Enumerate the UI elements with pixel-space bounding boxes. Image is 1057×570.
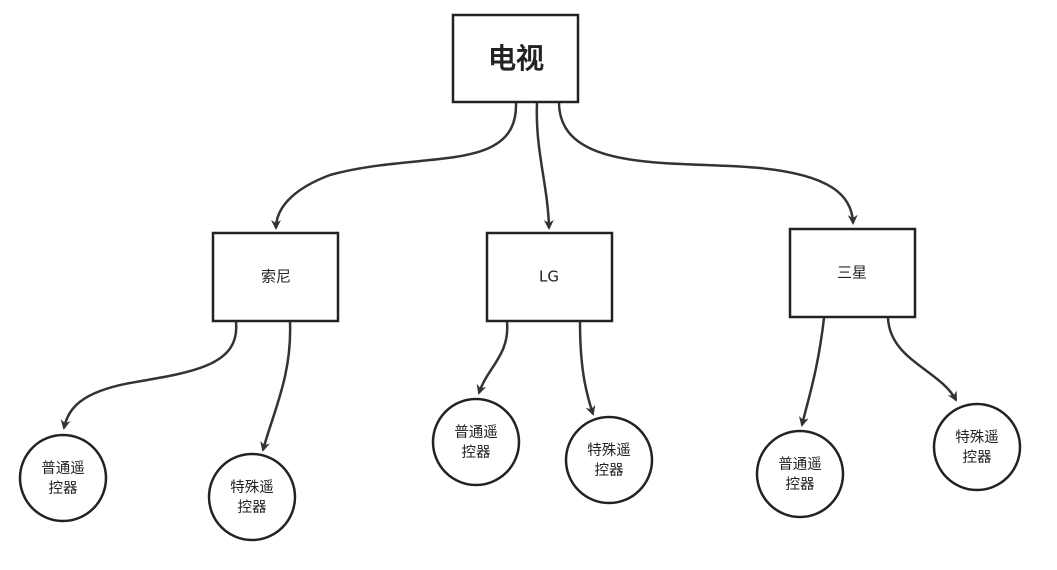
edge-samsung-to-special-remote	[886, 317, 958, 402]
brand-node-sony: 索尼	[211, 231, 340, 323]
edge-samsung-to-normal-remote	[799, 317, 826, 427]
leaf-node-sony-special-remote: 特殊遥 控器	[207, 452, 297, 542]
leaf-label-line2: 控器	[238, 499, 267, 516]
edge-sony-to-normal-remote	[60, 321, 238, 430]
brand-label-samsung: 三星	[837, 264, 867, 282]
brand-label-sony: 索尼	[261, 268, 291, 286]
leaf-label-line2: 控器	[462, 444, 491, 461]
root-node: 电视	[451, 13, 580, 104]
leaf-label-line1: 普通遥	[41, 460, 85, 477]
edge-root-to-lg	[535, 102, 554, 230]
leaf-node-sony-normal-remote: 普通遥 控器	[18, 433, 108, 523]
leaf-label-line2: 控器	[786, 476, 815, 493]
brand-node-samsung: 三星	[788, 227, 917, 319]
leaf-label-line2: 控器	[963, 449, 992, 466]
leaf-label-line2: 控器	[595, 462, 624, 479]
leaf-node-lg-special-remote: 特殊遥 控器	[564, 415, 654, 505]
edge-lg-to-normal-remote	[476, 321, 509, 395]
edge-lg-to-special-remote	[578, 321, 596, 416]
leaf-label-line1: 特殊遥	[955, 429, 999, 446]
leaf-label-line1: 普通遥	[454, 424, 498, 441]
brand-label-lg: LG	[539, 268, 559, 286]
brand-node-lg: LG	[485, 231, 614, 323]
edge-root-to-samsung	[557, 102, 858, 225]
leaf-node-samsung-special-remote: 特殊遥 控器	[932, 402, 1022, 492]
leaf-label-line1: 特殊遥	[230, 479, 274, 496]
edge-root-to-sony	[271, 102, 518, 230]
leaf-node-lg-normal-remote: 普通遥 控器	[431, 397, 521, 487]
leaf-label-line1: 普通遥	[778, 456, 822, 473]
leaf-label-line2: 控器	[49, 480, 78, 497]
root-label: 电视	[488, 42, 544, 75]
leaf-label-line1: 特殊遥	[587, 442, 631, 459]
leaf-node-samsung-normal-remote: 普通遥 控器	[755, 429, 845, 519]
edge-sony-to-special-remote	[260, 321, 292, 452]
